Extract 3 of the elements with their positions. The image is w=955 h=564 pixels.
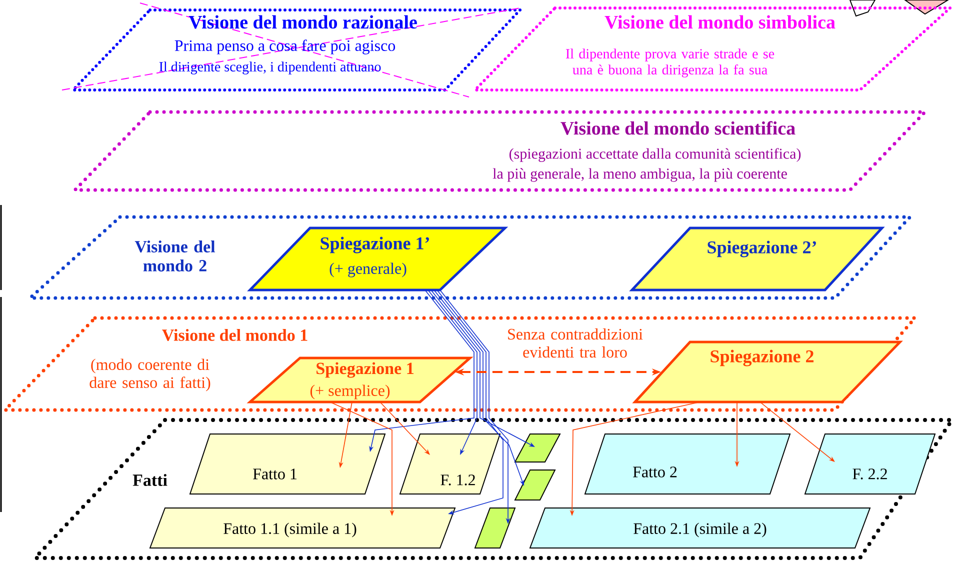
arrow bbox=[436, 290, 504, 514]
arrow bbox=[760, 402, 835, 462]
arrow bbox=[380, 402, 430, 455]
